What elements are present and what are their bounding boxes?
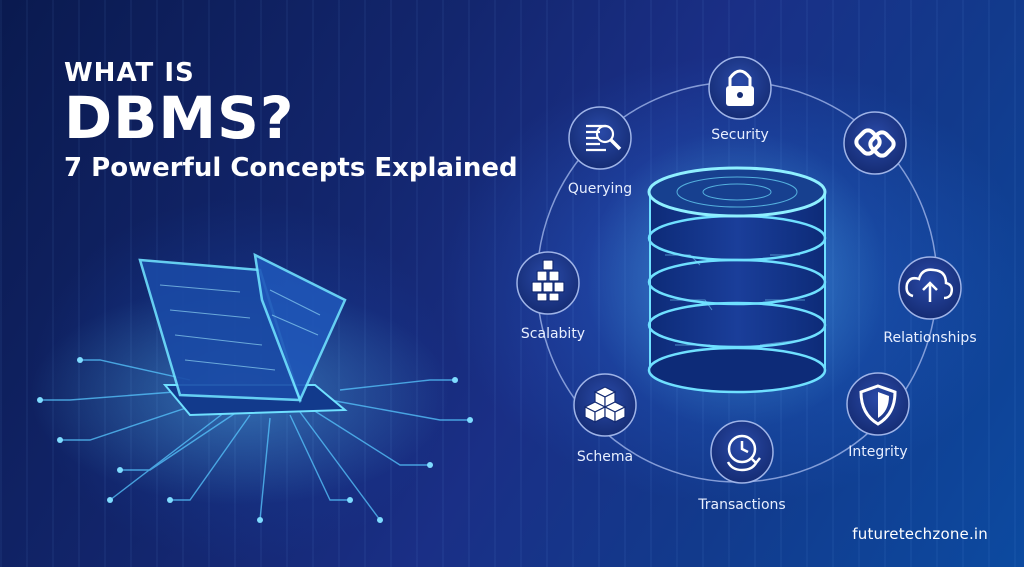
concept-label-transactions: Transactions bbox=[697, 497, 785, 513]
concept-label-querying: Querying bbox=[568, 181, 632, 197]
concept-schema: Schema bbox=[573, 373, 637, 465]
database-cylinder bbox=[587, 130, 887, 430]
concept-label-scalability: Scalabity bbox=[521, 326, 585, 342]
padlock-icon bbox=[726, 69, 754, 106]
concept-label-relationships: Relationships bbox=[883, 330, 976, 346]
concept-link bbox=[843, 111, 907, 175]
concept-scalability: Scalabity bbox=[516, 251, 585, 342]
title-line-subtitle: 7 Powerful Concepts Explained bbox=[64, 153, 518, 183]
concept-label-integrity: Integrity bbox=[848, 444, 907, 460]
concept-transactions: Transactions bbox=[697, 420, 786, 513]
circuit-nodes bbox=[37, 357, 473, 523]
site-url: futuretechzone.in bbox=[852, 525, 988, 543]
concept-label-schema: Schema bbox=[577, 449, 633, 465]
circuit-traces bbox=[40, 359, 470, 521]
title-line-what-is: WHAT IS bbox=[64, 58, 195, 88]
document-search-icon bbox=[586, 124, 622, 152]
concept-integrity: Integrity bbox=[846, 372, 910, 460]
concept-relationships: Relationships bbox=[883, 256, 977, 346]
title-line-dbms: DBMS? bbox=[64, 84, 295, 152]
concept-label-security: Security bbox=[711, 127, 769, 143]
cubes-icon bbox=[583, 386, 627, 423]
stacked-blocks-icon bbox=[531, 259, 565, 302]
link-icon bbox=[854, 128, 896, 158]
laptop-illustration bbox=[30, 252, 473, 523]
concept-security: Security bbox=[708, 56, 772, 143]
clock-refresh-icon bbox=[726, 434, 761, 472]
shield-icon bbox=[859, 384, 897, 426]
cloud-upload-icon bbox=[905, 268, 954, 302]
page-title: WHAT IS DBMS? 7 Powerful Concepts Explai… bbox=[64, 58, 518, 184]
concept-querying: Querying bbox=[568, 106, 632, 197]
